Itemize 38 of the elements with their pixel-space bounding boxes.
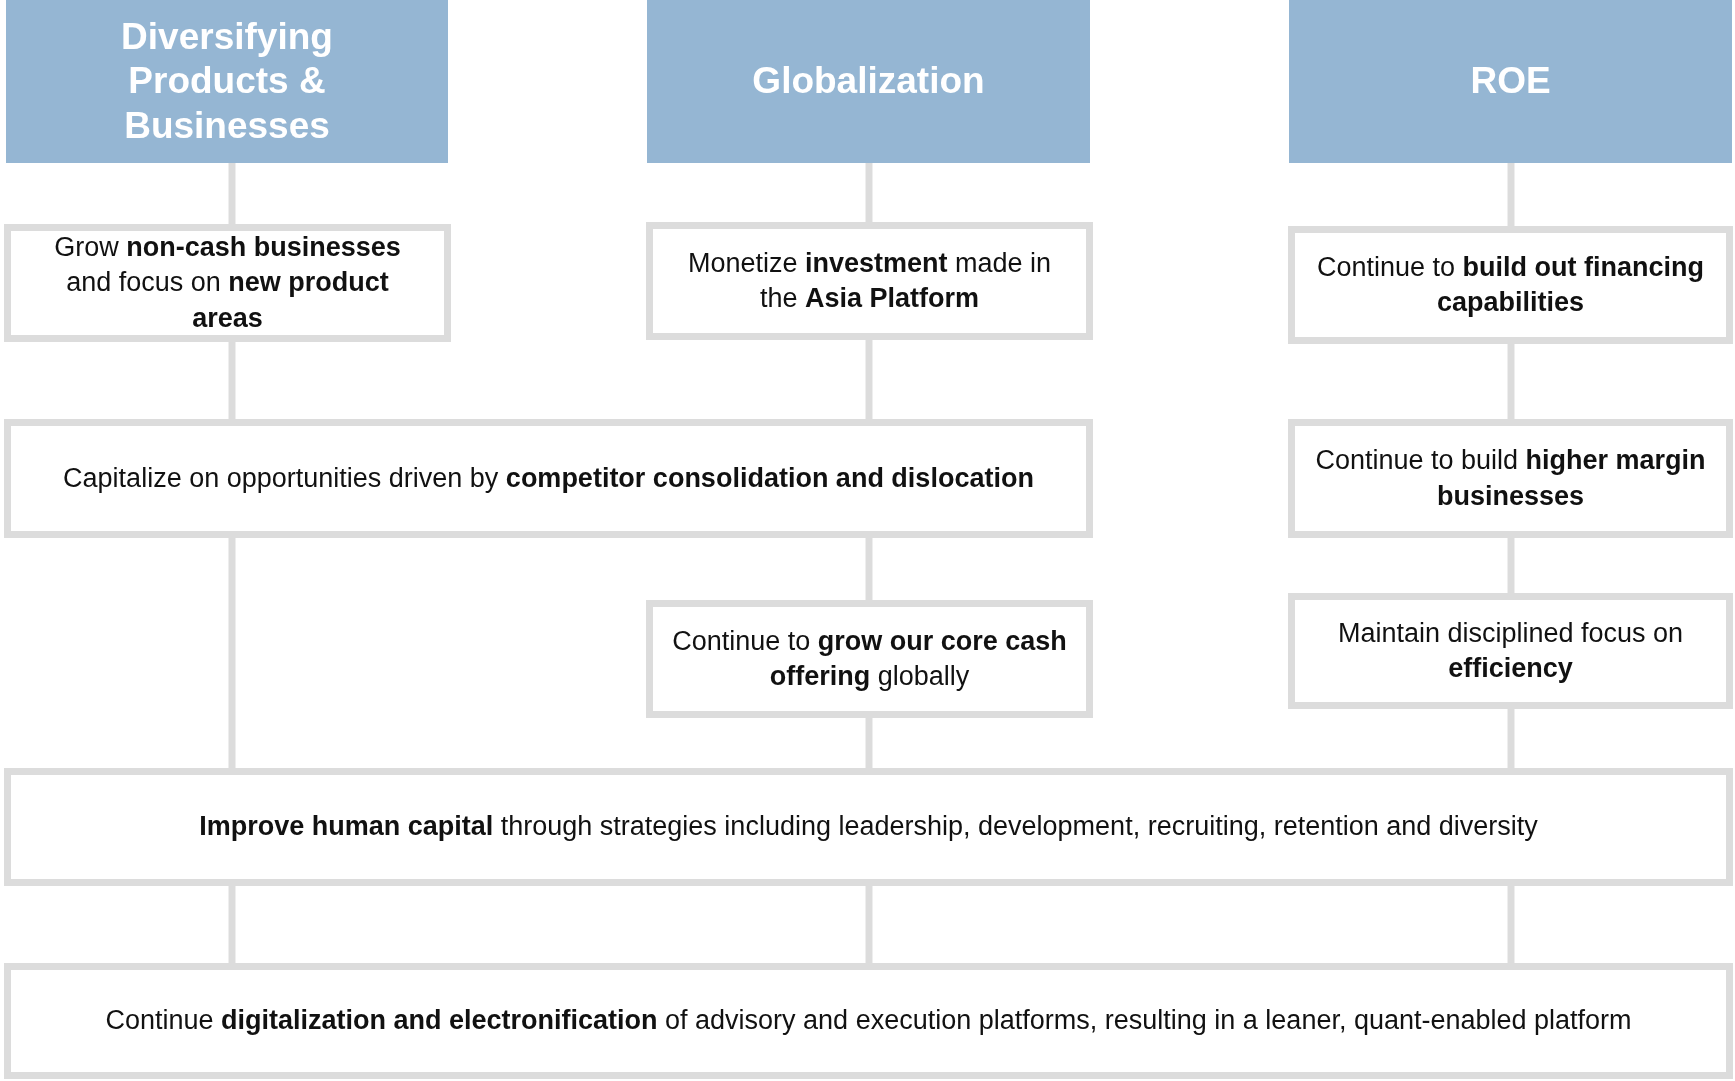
connector-line — [865, 340, 873, 419]
box-text: Continue to build out financing capabilities — [1315, 250, 1706, 319]
box-text: Continue to grow our core cash offering globally — [671, 624, 1068, 693]
header-text: Globalization — [752, 59, 985, 104]
process-box — [1288, 419, 1733, 538]
connector-line — [865, 718, 873, 768]
box-text: Continue digitalization and electronification of advisory and execution platforms, resulting in a leaner, quant-enabled platform — [105, 1004, 1632, 1038]
process-box — [4, 224, 451, 342]
process-box — [4, 768, 1733, 886]
process-box — [1288, 593, 1733, 709]
connector-line — [865, 886, 873, 963]
connector-line — [1507, 538, 1515, 593]
connector-line — [1507, 163, 1515, 226]
box-text: Improve human capital through strategies including leadership, development, recruiting, retention and diversity — [199, 810, 1538, 844]
connector-line — [228, 342, 236, 419]
header-text: Diversifying Products & Businesses — [120, 14, 334, 148]
box-text: Maintain disciplined focus on efficiency — [1336, 616, 1685, 685]
header-box — [6, 0, 448, 163]
process-box — [646, 600, 1093, 718]
box-text: Capitalize on opportunities driven by competitor consolidation and dislocation — [63, 461, 1034, 495]
connector-line — [1507, 886, 1515, 963]
box-text: Monetize investment made in the Asia Platform — [686, 246, 1053, 315]
process-box — [4, 419, 1093, 538]
connector-line — [865, 538, 873, 600]
connector-line — [228, 538, 236, 768]
connector-line — [228, 163, 236, 224]
connector-line — [228, 886, 236, 963]
process-box — [646, 222, 1093, 340]
box-text: Grow non-cash businesses and focus on new product areas — [53, 231, 402, 335]
header-text: ROE — [1470, 59, 1551, 104]
connector-line — [1507, 709, 1515, 768]
box-text: Continue to build higher margin businesses — [1314, 444, 1707, 513]
connector-line — [1507, 344, 1515, 419]
connector-line — [865, 163, 873, 222]
header-box — [1289, 0, 1732, 163]
header-box — [647, 0, 1090, 163]
process-box — [1288, 226, 1733, 344]
process-box — [4, 963, 1733, 1079]
